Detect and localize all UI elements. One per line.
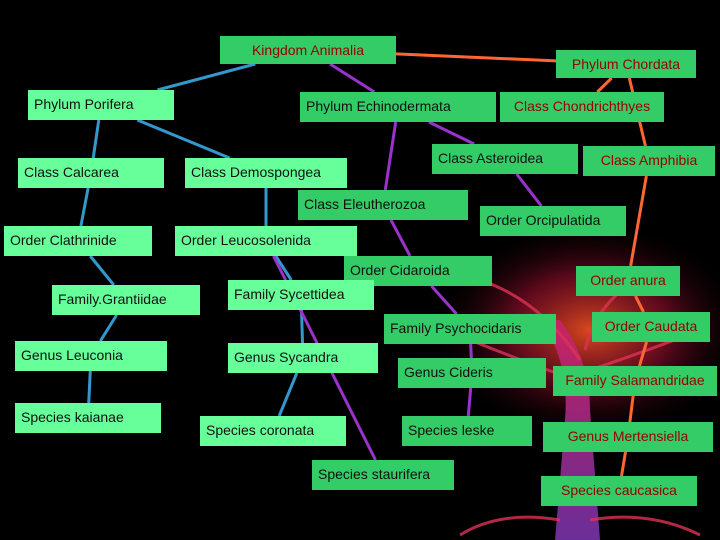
link-psychocidaris-cideris — [469, 343, 473, 359]
link-chordata-chondrichthyes — [596, 76, 613, 94]
node-leuconia: Genus Leuconia — [15, 341, 167, 371]
node-psychocidaris: Family Psychocidaris — [384, 314, 556, 344]
link-anura-caudata — [634, 295, 645, 313]
link-clathrinide-grantiidae — [89, 255, 115, 286]
node-asteroidea: Class Asteroidea — [432, 144, 578, 174]
link-mertensiella-caucasica — [620, 451, 627, 477]
node-leske: Species leske — [402, 416, 532, 446]
node-coronata: Species coronata — [200, 416, 346, 446]
link-calcarea-clathrinide — [79, 187, 90, 227]
link-kingdom-echinodermata — [329, 62, 376, 94]
node-kingdom: Kingdom Animalia — [220, 36, 396, 64]
link-grantiidae-leuconia — [99, 314, 118, 342]
link-sycandra-coronata — [277, 372, 299, 417]
node-demospongea: Class Demospongea — [185, 158, 347, 188]
node-grantiidae: Family.Grantiidae — [52, 285, 200, 315]
node-calcarea: Class Calcarea — [18, 158, 164, 188]
node-staurifera: Species staurifera — [312, 460, 454, 490]
link-porifera-calcarea — [91, 119, 101, 159]
node-leucosolenida: Order Leucosolenida — [175, 226, 357, 256]
link-echinodermata-eleutherozoa — [383, 121, 398, 191]
link-kingdom-chordata — [395, 52, 557, 63]
node-anura: Order anura — [576, 266, 680, 296]
node-cideris: Genus Cideris — [398, 358, 546, 388]
link-leucosolenida-sycettidea — [274, 255, 293, 281]
node-chordata: Phylum Chordata — [556, 50, 696, 78]
node-chondrichthyes: Class Chondrichthyes — [500, 92, 664, 122]
node-sycettidea: Family Sycettidea — [228, 280, 374, 310]
node-amphibia: Class Amphibia — [583, 146, 715, 176]
link-eleutherozoa-cidaroida — [389, 219, 412, 257]
node-eleutherozoa: Class Eleutherozoa — [298, 190, 468, 220]
node-caucasica: Species caucasica — [541, 476, 697, 506]
link-asteroidea-orcipulatida — [515, 173, 543, 207]
link-kingdom-porifera — [157, 62, 256, 92]
link-cideris-leske — [466, 387, 473, 417]
link-leuconia-kaianae — [87, 370, 92, 404]
link-amphibia-anura — [629, 175, 648, 267]
node-salamandridae: Family Salamandridae — [553, 366, 717, 396]
link-caudata-salamandridae — [638, 341, 648, 367]
link-porifera-demospongea — [136, 118, 231, 160]
link-cidaroida-psychocidaris — [430, 284, 458, 316]
node-echinodermata: Phylum Echinodermata — [300, 92, 496, 122]
node-orcipulatida: Order Orcipulatida — [480, 206, 626, 236]
node-kaianae: Species kaianae — [15, 403, 161, 433]
node-sycandra: Genus Sycandra — [228, 343, 378, 373]
node-clathrinide: Order Clathrinide — [4, 226, 152, 256]
node-porifera: Phylum Porifera — [28, 90, 174, 120]
node-mertensiella: Genus Mertensiella — [543, 422, 713, 452]
link-salamandridae-mertensiella — [628, 395, 635, 423]
node-caudata: Order Caudata — [592, 312, 710, 342]
link-echinodermata-asteroidea — [428, 120, 475, 146]
